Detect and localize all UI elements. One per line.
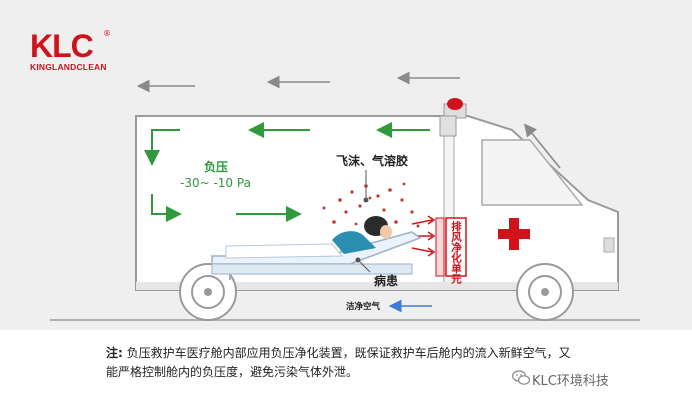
patient-figure [225, 216, 392, 259]
pressure-range: -30~ -10 Pa [180, 176, 251, 190]
illustration-background: KLC ® KINGLANDCLEAN [0, 0, 692, 330]
wechat-icon [512, 370, 530, 385]
patient-pointer [357, 259, 371, 273]
wheel-rear [179, 263, 237, 321]
outside-airflow-arrows [136, 71, 561, 169]
patient-label: 病患 [374, 274, 399, 288]
siren-light [443, 98, 467, 119]
wheel-front [516, 263, 574, 321]
droplets-label: 飞沫、气溶胶 [336, 154, 409, 168]
watermark-text: KLC环境科技 [532, 374, 609, 389]
purification-unit [445, 217, 467, 277]
pressure-title: 负压 [204, 160, 229, 174]
brand-logo: KLC [30, 28, 94, 64]
footnote-text: 负压救护车医疗舱内部应用负压净化装置，既保证救护车后舱内的流入新鲜空气，又能严格… [106, 346, 571, 379]
roof-vent [439, 115, 457, 137]
unit-filter [435, 217, 445, 277]
ambulance-diagram [50, 71, 640, 321]
registered-mark: ® [103, 29, 111, 38]
clean-air-label: 洁净空气 [346, 302, 381, 312]
purification-unit-label: 排风净化单元 [450, 221, 462, 284]
internal-airflow-arrows [144, 122, 430, 222]
footnote-prefix: 注: [106, 346, 123, 360]
footnote: 注: 负压救护车医疗舱内部应用负压净化装置，既保证救护车后舱内的流入新鲜空气，又… [106, 344, 576, 382]
brand-tagline: KINGLANDCLEAN [30, 62, 107, 72]
